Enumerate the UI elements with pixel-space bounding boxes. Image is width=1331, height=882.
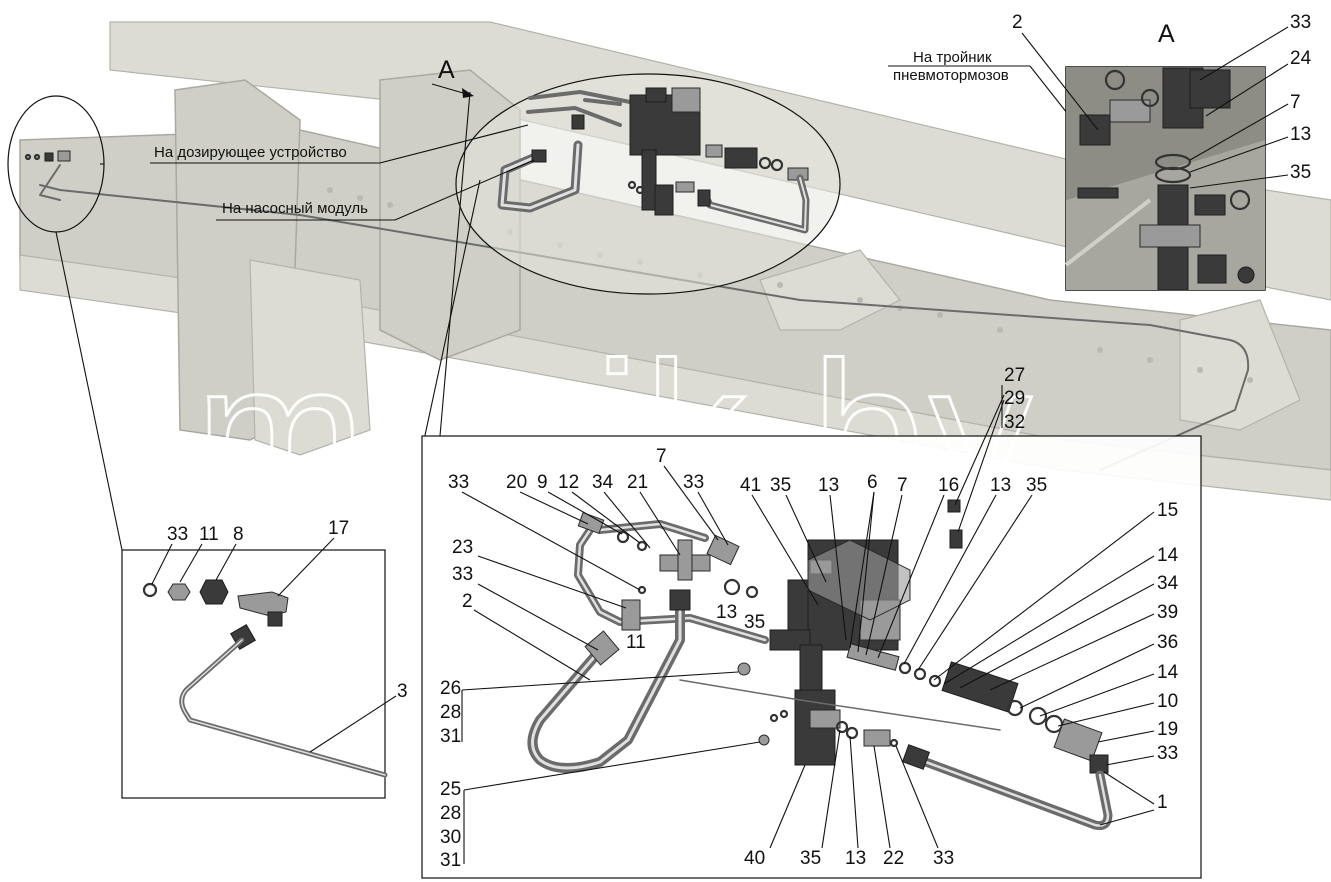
label-32: 32 <box>1004 412 1025 433</box>
label-30: 30 <box>440 827 461 848</box>
label-11: 11 <box>626 632 646 653</box>
label-35-c: 35 <box>744 612 765 633</box>
inset-label-2: 2 <box>1012 12 1023 33</box>
label-13-d: 13 <box>845 848 866 869</box>
note-tee-line2: пневмотормозов <box>893 67 1009 84</box>
label-25: 25 <box>440 779 461 800</box>
label-7-a: 7 <box>656 446 667 467</box>
inset-label-24: 24 <box>1290 48 1312 69</box>
label-35-b: 35 <box>1026 475 1047 496</box>
label-27: 27 <box>1004 365 1025 386</box>
label-19: 19 <box>1157 719 1178 740</box>
label-23: 23 <box>452 537 473 558</box>
note-pump-module: На насосный модуль <box>222 200 368 217</box>
detail-ellipse <box>423 73 841 441</box>
label-13-c: 13 <box>716 602 737 623</box>
label-14-b: 14 <box>1157 662 1179 683</box>
label-21: 21 <box>627 472 648 493</box>
left-label-17: 17 <box>328 518 349 539</box>
label-20: 20 <box>506 472 527 493</box>
inset-label-13: 13 <box>1290 124 1311 145</box>
note-dosing-device: На дозирующее устройство <box>154 144 347 161</box>
label-36: 36 <box>1157 632 1178 653</box>
label-7-b: 7 <box>897 475 908 496</box>
label-41: 41 <box>740 475 761 496</box>
label-10: 10 <box>1157 691 1178 712</box>
left-inset-box: 33 11 8 17 3 <box>121 518 408 799</box>
label-28-a: 28 <box>440 702 461 723</box>
left-end-callout <box>7 95 123 551</box>
inset-label-35: 35 <box>1290 162 1311 183</box>
left-label-8: 8 <box>233 524 244 545</box>
label-26: 26 <box>440 678 461 699</box>
label-35-a: 35 <box>770 475 791 496</box>
label-33-c: 33 <box>1157 743 1178 764</box>
label-29: 29 <box>1004 388 1025 409</box>
label-34-b: 34 <box>1157 573 1179 594</box>
label-2: 2 <box>462 591 473 612</box>
label-33-e: 33 <box>933 848 954 869</box>
view-arrow: А <box>431 56 474 98</box>
note-tee-line1: На тройник <box>913 49 992 66</box>
label-13-b: 13 <box>990 475 1011 496</box>
label-1: 1 <box>1157 792 1168 813</box>
main-exploded-view: 33 20 9 12 34 21 7 33 41 35 13 6 7 16 13… <box>421 365 1202 879</box>
label-39: 39 <box>1157 602 1178 623</box>
label-34-a: 34 <box>592 472 614 493</box>
label-15: 15 <box>1157 500 1178 521</box>
label-35-d: 35 <box>800 848 821 869</box>
label-14-a: 14 <box>1157 545 1179 566</box>
left-label-11: 11 <box>199 524 219 545</box>
left-label-33: 33 <box>167 524 188 545</box>
label-12: 12 <box>558 472 579 493</box>
label-33-a: 33 <box>448 472 469 493</box>
label-33-b: 33 <box>683 472 704 493</box>
label-40: 40 <box>744 848 765 869</box>
inset-view-letter: А <box>1158 20 1175 48</box>
label-31-a: 31 <box>440 726 461 747</box>
inset-label-7: 7 <box>1290 92 1301 113</box>
label-13-a: 13 <box>818 475 839 496</box>
label-6: 6 <box>867 472 878 493</box>
view-letter-arrow: А <box>438 56 455 84</box>
label-31-b: 31 <box>440 850 461 871</box>
label-33-d: 33 <box>452 564 473 585</box>
left-label-3: 3 <box>397 681 408 702</box>
annotation-notes: На дозирующее устройство На насосный мод… <box>150 49 1083 221</box>
label-9: 9 <box>537 472 548 493</box>
label-22: 22 <box>883 848 904 869</box>
label-16: 16 <box>938 475 959 496</box>
inset-label-33: 33 <box>1290 12 1311 33</box>
inset-view-a: А 2 33 24 7 13 35 <box>1012 12 1312 291</box>
label-28-b: 28 <box>440 803 461 824</box>
